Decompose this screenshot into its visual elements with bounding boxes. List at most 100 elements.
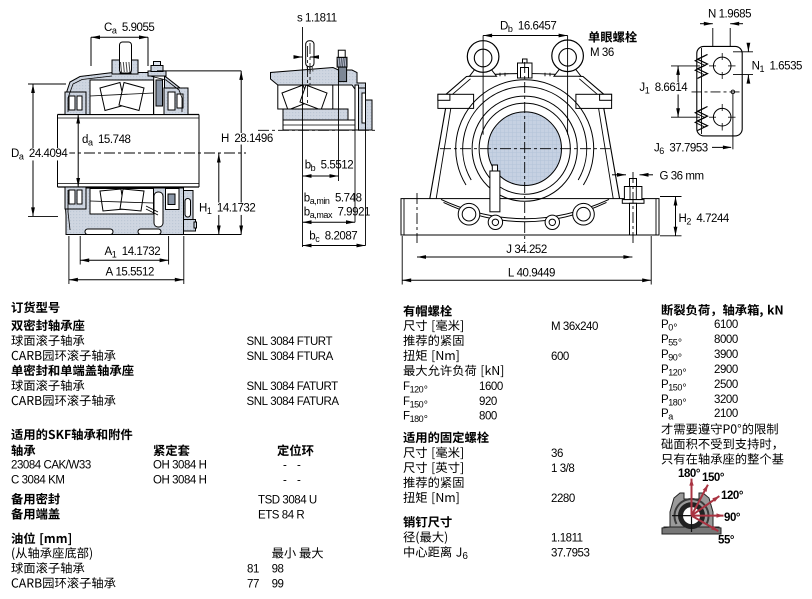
svg-text:36: 36 <box>551 448 563 460</box>
svg-text:8000: 8000 <box>714 334 738 346</box>
svg-text:a: a <box>88 138 93 148</box>
svg-text:P: P <box>661 319 669 331</box>
svg-text:1: 1 <box>207 206 212 216</box>
svg-text:b: b <box>311 163 316 173</box>
svg-text:1.6535: 1.6535 <box>764 61 802 73</box>
svg-text:P: P <box>661 379 669 391</box>
svg-text:2280: 2280 <box>551 493 575 505</box>
svg-text:180: 180 <box>410 414 424 424</box>
svg-text:1: 1 <box>112 250 117 260</box>
svg-text:ETS 84 R: ETS 84 R <box>258 510 304 522</box>
svg-text:-: - <box>283 474 287 486</box>
svg-text:5.748: 5.748 <box>330 193 362 205</box>
svg-text:180: 180 <box>668 398 682 408</box>
svg-text:M 36x240: M 36x240 <box>551 321 598 333</box>
svg-text:P: P <box>661 394 669 406</box>
svg-text:-: - <box>283 459 287 471</box>
svg-text:a: a <box>19 152 24 162</box>
svg-text:1: 1 <box>759 64 764 74</box>
svg-text:2500: 2500 <box>714 379 738 391</box>
svg-text:600: 600 <box>551 351 569 363</box>
svg-text:°: ° <box>682 382 686 394</box>
svg-text:5.9055: 5.9055 <box>116 22 154 34</box>
svg-text:TSD 3084 U: TSD 3084 U <box>258 495 317 507</box>
svg-text:°: ° <box>424 399 428 411</box>
svg-text:M 36: M 36 <box>590 47 614 59</box>
svg-text:180°: 180° <box>678 468 701 480</box>
svg-text:800: 800 <box>479 411 497 423</box>
svg-text:77: 77 <box>247 579 259 591</box>
svg-text:°: ° <box>682 397 686 409</box>
svg-text:N 1.9685: N 1.9685 <box>708 9 751 21</box>
svg-text:OH 3084 H: OH 3084 H <box>153 459 207 471</box>
svg-text:8.6614: 8.6614 <box>649 82 688 94</box>
svg-text:G 36 mm: G 36 mm <box>660 171 704 183</box>
svg-text:b: b <box>305 160 311 172</box>
svg-text:98: 98 <box>272 564 284 576</box>
svg-text:55°: 55° <box>718 535 735 547</box>
svg-text:P: P <box>661 349 669 361</box>
svg-text:c: c <box>315 234 320 244</box>
svg-text:14.1732: 14.1732 <box>116 246 160 258</box>
svg-text:D: D <box>500 21 508 33</box>
svg-text:P: P <box>661 364 669 376</box>
svg-text:7.9921: 7.9921 <box>332 207 370 219</box>
svg-text:150: 150 <box>668 383 682 393</box>
svg-text:15.748: 15.748 <box>93 134 131 146</box>
svg-text:N: N <box>752 61 760 73</box>
svg-text:3900: 3900 <box>714 349 738 361</box>
svg-text:2100: 2100 <box>714 408 738 420</box>
svg-text:37.7953: 37.7953 <box>664 143 708 155</box>
svg-text:1 3/8: 1 3/8 <box>551 463 574 475</box>
svg-text:a,min: a,min <box>310 196 330 206</box>
svg-text:0: 0 <box>668 323 673 333</box>
svg-text:C 3084 KM: C 3084 KM <box>11 474 64 486</box>
svg-text:1.1811: 1.1811 <box>551 533 583 545</box>
svg-text:°: ° <box>673 322 677 334</box>
svg-text:120: 120 <box>668 368 682 378</box>
svg-text:1: 1 <box>645 86 650 96</box>
svg-text:81: 81 <box>247 564 259 576</box>
svg-text:37.7953: 37.7953 <box>551 548 589 560</box>
svg-text:-: - <box>297 474 301 486</box>
svg-text:SNL 3084 FTURT: SNL 3084 FTURT <box>247 336 333 348</box>
svg-text:23084 CAK/W33: 23084 CAK/W33 <box>11 459 91 471</box>
svg-text:a,max: a,max <box>310 210 333 220</box>
svg-text:b: b <box>304 193 310 205</box>
svg-text:d: d <box>82 134 88 146</box>
svg-text:SNL 3084 FATURA: SNL 3084 FATURA <box>247 396 340 408</box>
svg-text:90: 90 <box>668 353 678 363</box>
svg-text:b: b <box>508 24 513 34</box>
svg-text:°: ° <box>678 337 682 349</box>
svg-text:J: J <box>654 143 659 155</box>
svg-text:s 1.1811: s 1.1811 <box>297 13 337 25</box>
svg-text:H: H <box>199 203 207 215</box>
svg-text:90°: 90° <box>724 512 741 524</box>
svg-text:-: - <box>297 459 301 471</box>
svg-text:6: 6 <box>462 551 468 562</box>
svg-text:°: ° <box>682 367 686 379</box>
svg-text:b: b <box>304 207 310 219</box>
svg-text:C: C <box>104 22 112 34</box>
svg-text:55: 55 <box>668 338 678 348</box>
svg-text:L 40.9449: L 40.9449 <box>508 267 555 279</box>
svg-text:J: J <box>639 82 644 94</box>
svg-text:2: 2 <box>686 217 691 227</box>
svg-text:b: b <box>309 231 315 243</box>
svg-text:F: F <box>403 381 410 393</box>
svg-text:P: P <box>661 408 669 420</box>
svg-text:150: 150 <box>410 400 424 410</box>
svg-text:D: D <box>11 148 19 160</box>
svg-text:SNL 3084 FATURT: SNL 3084 FATURT <box>247 381 339 393</box>
svg-text:24.4094: 24.4094 <box>23 148 68 160</box>
svg-text:SNL 3084 FTURA: SNL 3084 FTURA <box>247 351 334 363</box>
svg-text:OH 3084 H: OH 3084 H <box>153 474 207 486</box>
svg-text:6: 6 <box>659 146 664 156</box>
svg-text:1600: 1600 <box>479 381 503 393</box>
svg-text:°: ° <box>424 384 428 396</box>
svg-text:920: 920 <box>479 396 497 408</box>
svg-text:A 15.5512: A 15.5512 <box>106 266 154 278</box>
svg-text:A: A <box>105 246 113 258</box>
svg-text:a: a <box>668 412 673 422</box>
svg-text:F: F <box>403 411 410 423</box>
